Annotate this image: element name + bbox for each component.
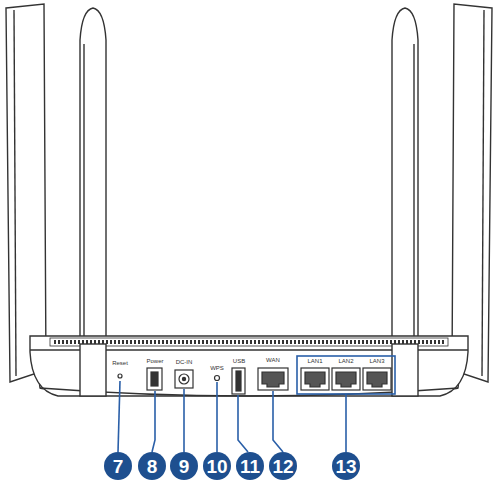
- port-label: WAN: [266, 357, 280, 363]
- leader-lines: [118, 381, 346, 452]
- port-label: LAN2: [338, 358, 353, 364]
- port-label: USB: [233, 358, 245, 364]
- antenna: [452, 4, 492, 382]
- port-label: LAN3: [369, 358, 384, 364]
- usb-port: [232, 368, 245, 394]
- antenna: [392, 8, 418, 345]
- callout-number: 7: [113, 457, 124, 476]
- power-switch: [147, 368, 162, 390]
- lan-port: [363, 368, 391, 390]
- port-label: Reset: [112, 360, 128, 366]
- callout-number: 12: [272, 457, 293, 476]
- antenna: [6, 4, 46, 382]
- port-label: WPS: [210, 365, 224, 371]
- dc-jack: [175, 370, 193, 388]
- vent-strip: [50, 338, 448, 346]
- lan-port: [301, 368, 329, 390]
- lan-bracket: [297, 356, 395, 394]
- callout-number: 13: [335, 457, 356, 476]
- port-label: Power: [146, 358, 163, 364]
- wps-button: [215, 376, 220, 381]
- callout-number: 10: [206, 457, 227, 476]
- port-label: DC-IN: [176, 359, 193, 365]
- port-label: LAN1: [307, 358, 322, 364]
- callout-circles: [104, 452, 360, 480]
- lan-port: [332, 368, 360, 390]
- callout-number: 8: [147, 457, 158, 476]
- callout-number: 9: [179, 457, 190, 476]
- antenna: [80, 8, 106, 345]
- router-body: [30, 336, 468, 396]
- callout-number: 11: [240, 457, 260, 476]
- wan-port: [258, 368, 288, 390]
- reset-hole: [118, 374, 122, 378]
